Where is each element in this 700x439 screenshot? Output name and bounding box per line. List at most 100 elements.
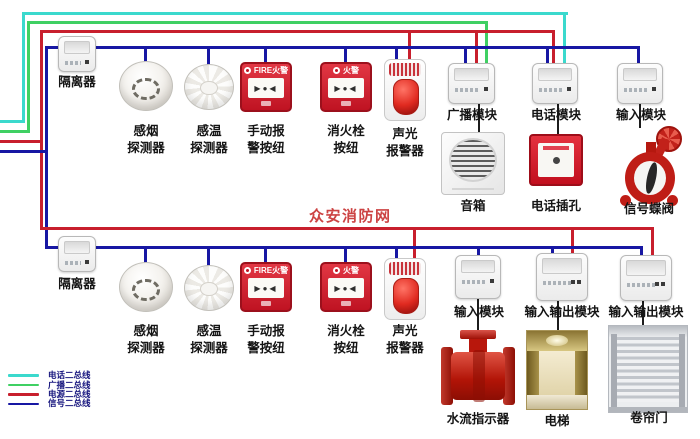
telephone-jack [529,134,583,186]
wire-legend: 电话二总线 广播二总线 电源二总线 信号二总线 [8,371,91,409]
module-led [567,87,571,91]
flow-flange [503,347,515,405]
signal-bus-drop [637,46,640,65]
power-bus-wire-row1 [40,30,555,33]
device-label: 声光报警器 [386,324,424,355]
power-bus-drop [413,227,416,261]
broadcast-bus-drop [485,21,488,67]
module-link-wire [642,300,644,326]
device-label: 信号蝶阀 [623,202,674,216]
water-flow-indicator [441,330,515,410]
module-slot [64,41,90,54]
phone-bus-wire [0,120,25,123]
button-header-text: FIRE火警 [253,66,289,75]
module-text-line [455,88,480,92]
smoke-detector [119,262,173,312]
device-label: 消火栓按纽 [327,124,365,155]
power-bus-drop [651,227,654,256]
signal-bus-drop [264,46,267,63]
button-header-text: FIRE火警 [253,266,289,275]
module-label: 输入输出模块 [608,305,684,319]
module-led [484,87,488,91]
valve-lug [667,195,678,206]
module-label: 输入模块 [453,305,504,319]
flow-flange [441,347,453,405]
broadcast-bus-wire [0,130,30,133]
input-output-module [536,253,588,301]
input-output-module [620,255,672,301]
button-header-text: 火警 [343,66,359,75]
module-label: 电话模块 [530,108,581,122]
legend-swatch-power [8,393,39,396]
device-label: 电话插孔 [530,199,581,213]
device-label: 水流指示器 [446,412,510,426]
elevator-lamp [546,335,568,346]
broadcast-bus-wire [27,21,30,133]
flame-icon [333,67,340,74]
device-label: 感烟探测器 [127,124,165,155]
signal-bus-drop [344,46,347,63]
module-slot [64,241,90,254]
signal-bus-drop [207,46,210,66]
device-label: 卷帘门 [630,411,668,425]
signal-bus-drop [464,46,467,65]
signal-bus-wire [0,150,48,153]
module-led [661,282,665,286]
signal-bus-drop [207,246,210,267]
module-text-line [624,88,648,92]
module-label: 输入模块 [615,108,666,122]
legend-swatch-signal [8,402,39,406]
device-label: 隔离器 [58,277,96,291]
legend-swatch-broadcast [8,383,39,387]
signal-bus-drop [395,246,398,261]
module-label: 广播模块 [446,108,497,122]
heat-detector [184,265,234,311]
device-label: 消火栓按纽 [327,324,365,355]
module-text-line [539,88,563,92]
legend-row: 电话二总线 [8,371,91,380]
module-slot [542,258,582,274]
button-panel: ▶●◀ [248,78,284,98]
elevator-wall [575,351,587,397]
valve-lug [620,195,631,206]
device-label: 手动报警按纽 [247,324,285,355]
module-link-wire [639,104,641,128]
input-module [455,255,501,299]
module-text-line [627,283,657,287]
isolator-module [58,36,96,72]
module-link-wire [477,298,479,331]
signal-bus-drop [395,46,398,66]
legend-label: 电话二总线 [48,370,91,381]
telephone-module [532,63,578,104]
module-led [652,87,656,91]
signal-bus-drop [477,246,480,256]
sounder-grille [389,262,421,275]
signal-butterfly-valve [612,126,688,206]
button-mark [261,101,271,106]
shutter-rail [611,334,617,408]
legend-row: 信号二总线 [8,399,91,408]
elevator [526,330,588,410]
button-panel: ▶●◀ [328,78,364,98]
button-header: 火警 [322,64,370,77]
module-led [577,280,581,284]
module-link-wire [557,104,559,135]
elevator-opening [539,351,575,397]
legend-row: 电源二总线 [8,388,91,399]
module-label: 输入输出模块 [524,305,600,319]
signal-bus-drop [546,46,549,65]
sounder-strobe [384,258,426,320]
legend-label: 电源二总线 [48,388,91,399]
power-bus-wire-row2 [40,227,654,230]
button-mark [261,301,271,306]
phone-bus-drop [563,12,566,65]
signal-bus-drop [144,46,147,66]
sounder-strobe [384,59,426,121]
legend-swatch-phone [8,374,39,377]
flow-rib [473,350,485,402]
elevator-wall [527,351,539,397]
signal-bus-drop [551,246,554,254]
flame-icon [243,67,251,74]
legend-label: 信号二总线 [48,398,91,409]
